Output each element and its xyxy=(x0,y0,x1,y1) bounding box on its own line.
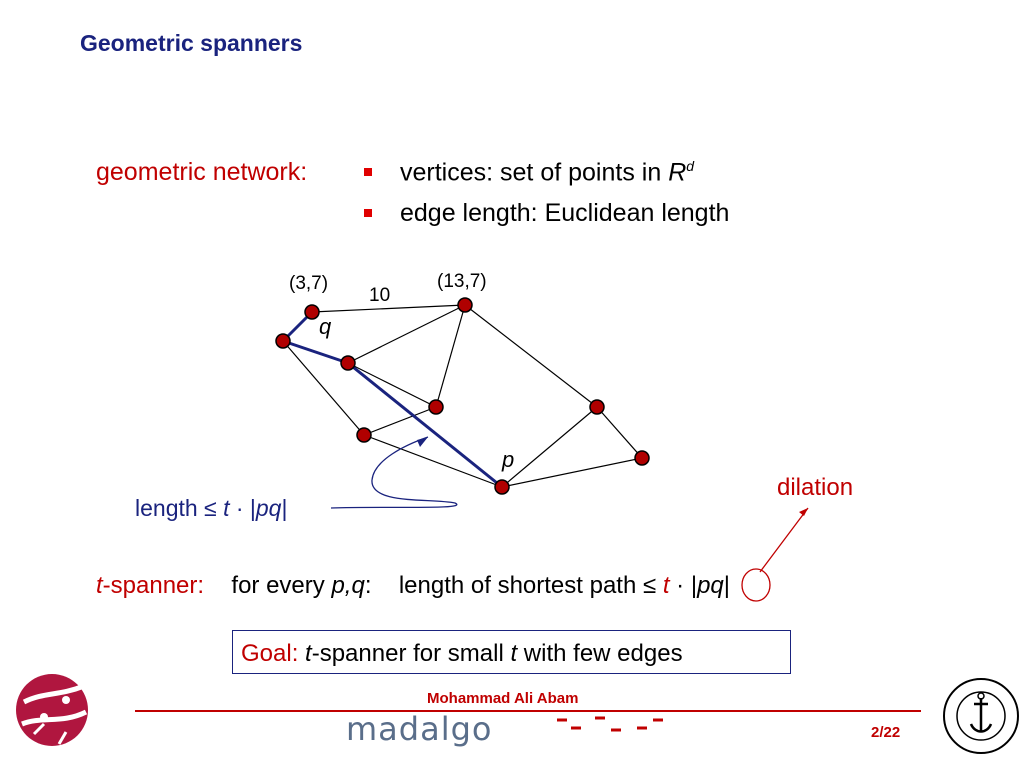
dilation-arrow xyxy=(759,507,809,573)
length-arrowhead xyxy=(417,437,428,447)
graph-edges xyxy=(282,304,643,488)
graph-edge xyxy=(347,362,437,408)
edge-weight-label: 10 xyxy=(369,285,391,306)
university-seal-icon xyxy=(943,678,1019,754)
graph-edge xyxy=(311,304,466,313)
graph-node xyxy=(589,399,605,415)
bullet-vertices: vertices: set of points in Rd xyxy=(400,158,694,187)
graph-edge xyxy=(435,304,466,408)
math-r: R xyxy=(668,158,687,187)
node-p xyxy=(494,479,510,495)
length-label: length ≤ t · |pq| xyxy=(135,495,288,521)
bullet-vertices-text: vertices: set of points in xyxy=(400,158,669,187)
dilation-circle xyxy=(741,568,771,602)
graph-node xyxy=(275,333,291,349)
graph-edge xyxy=(501,406,598,488)
coord-label-b: (13,7) xyxy=(437,271,487,292)
math-d: d xyxy=(686,158,695,174)
dilation-arrowhead xyxy=(799,508,808,516)
page-number: 2/22 xyxy=(871,724,901,741)
graph-node xyxy=(634,450,650,466)
graph-node xyxy=(428,399,444,415)
graph-edge xyxy=(282,340,365,436)
label-q: q xyxy=(319,314,332,339)
bullet-icon xyxy=(364,168,372,176)
bullet-edge-length: edge length: Euclidean length xyxy=(400,199,730,227)
madalgo-logo: madalgo xyxy=(346,710,493,748)
graph-nodes xyxy=(275,297,650,495)
shortest-path xyxy=(281,310,503,489)
length-arrow xyxy=(330,436,458,509)
graph-edge xyxy=(501,457,643,488)
footer-author: Mohammad Ali Abam xyxy=(427,690,579,707)
graph-edge xyxy=(347,304,466,364)
graph-node xyxy=(340,355,356,371)
goal-text: Goal: t-spanner for small t with few edg… xyxy=(241,640,683,667)
bullet-icon xyxy=(364,209,372,217)
network-label: geometric network: xyxy=(96,158,308,186)
label-p: p xyxy=(502,447,515,472)
slide-title: Geometric spanners xyxy=(80,30,303,56)
madalgo-dashes-icon xyxy=(557,716,663,732)
spanner-definition: t-spanner: for every p,q: length of shor… xyxy=(96,572,730,599)
coord-label-a: (3,7) xyxy=(289,273,329,294)
graph-edge xyxy=(363,406,437,436)
graph-edge xyxy=(464,304,598,408)
dilation-label: dilation xyxy=(777,474,854,501)
aarhus-logo-icon xyxy=(16,674,88,746)
graph-node xyxy=(356,427,372,443)
graph-node xyxy=(457,297,473,313)
node-q xyxy=(304,304,320,320)
spanner-term: t-spanner: xyxy=(96,572,205,599)
graph-edge xyxy=(363,434,503,488)
graph-edge xyxy=(596,406,643,459)
footer-divider xyxy=(135,710,921,712)
goal-box xyxy=(232,630,791,674)
